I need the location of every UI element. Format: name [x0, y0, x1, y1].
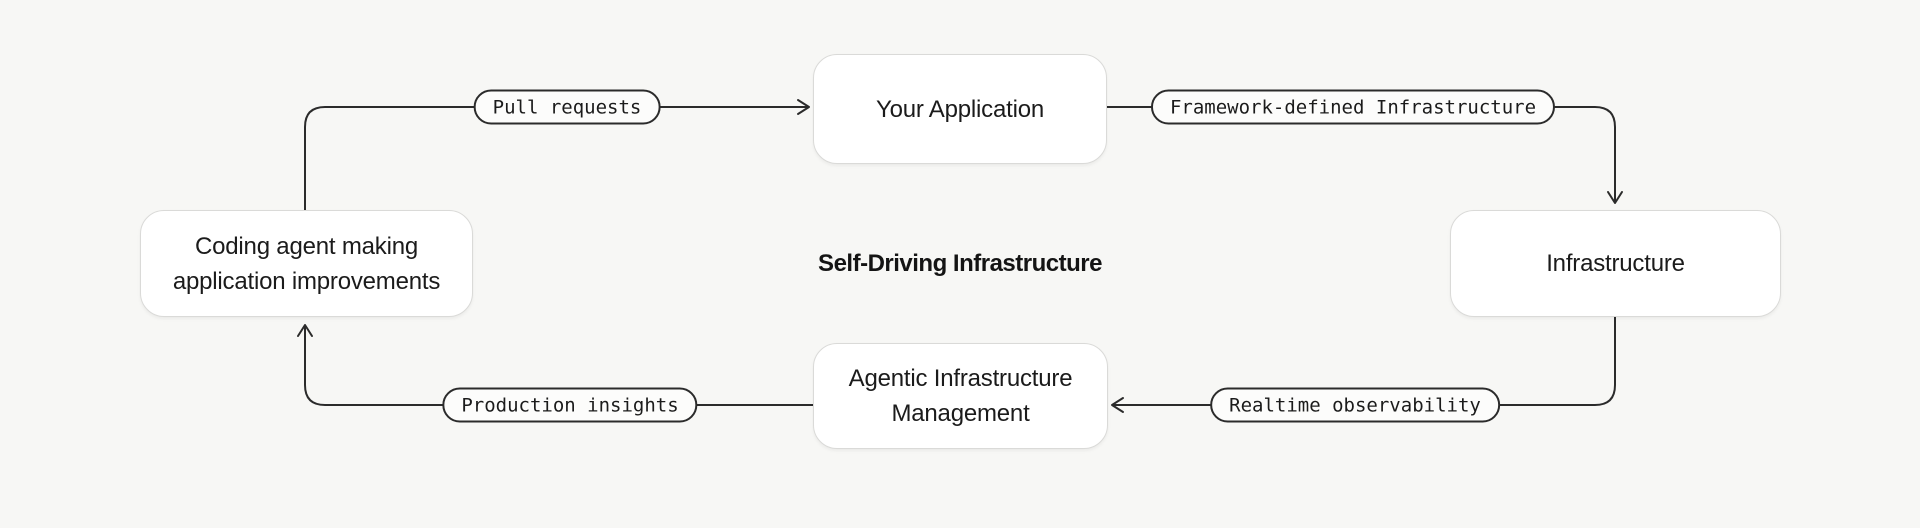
edge-path-pull-requests: [304, 106, 809, 211]
node-infrastructure: Infrastructure: [1450, 210, 1781, 317]
node-coding-agent-label: Coding agent making application improvem…: [172, 232, 441, 295]
edge-label-pull-requests: Pull requests: [473, 89, 661, 125]
node-agentic-infrastructure-management: Agentic Infrastructure Management: [813, 343, 1108, 449]
edge-label-realtime-observability: Realtime observability: [1210, 387, 1500, 423]
edge-path-framework-defined: [1106, 106, 1616, 203]
node-coding-agent: Coding agent making application improvem…: [140, 210, 473, 317]
arrowhead-right-icon: [797, 99, 810, 115]
edge-label-production-insights: Production insights: [442, 387, 698, 423]
edge-path-production-insights: [304, 325, 814, 406]
arrowhead-up-icon: [297, 324, 313, 337]
edge-path-realtime-observability: [1112, 316, 1616, 406]
arrowhead-left-icon: [1111, 397, 1124, 413]
node-agentic-infrastructure-management-label: Agentic Infrastructure Management: [848, 365, 1073, 427]
edge-label-framework-defined-infrastructure: Framework-defined Infrastructure: [1150, 89, 1556, 125]
node-your-application: Your Application: [813, 54, 1107, 164]
node-infrastructure-label: Infrastructure: [1546, 250, 1685, 277]
diagram-title: Self-Driving Infrastructure: [818, 250, 1102, 277]
node-your-application-label: Your Application: [875, 95, 1045, 123]
arrowhead-down-icon: [1607, 191, 1623, 204]
